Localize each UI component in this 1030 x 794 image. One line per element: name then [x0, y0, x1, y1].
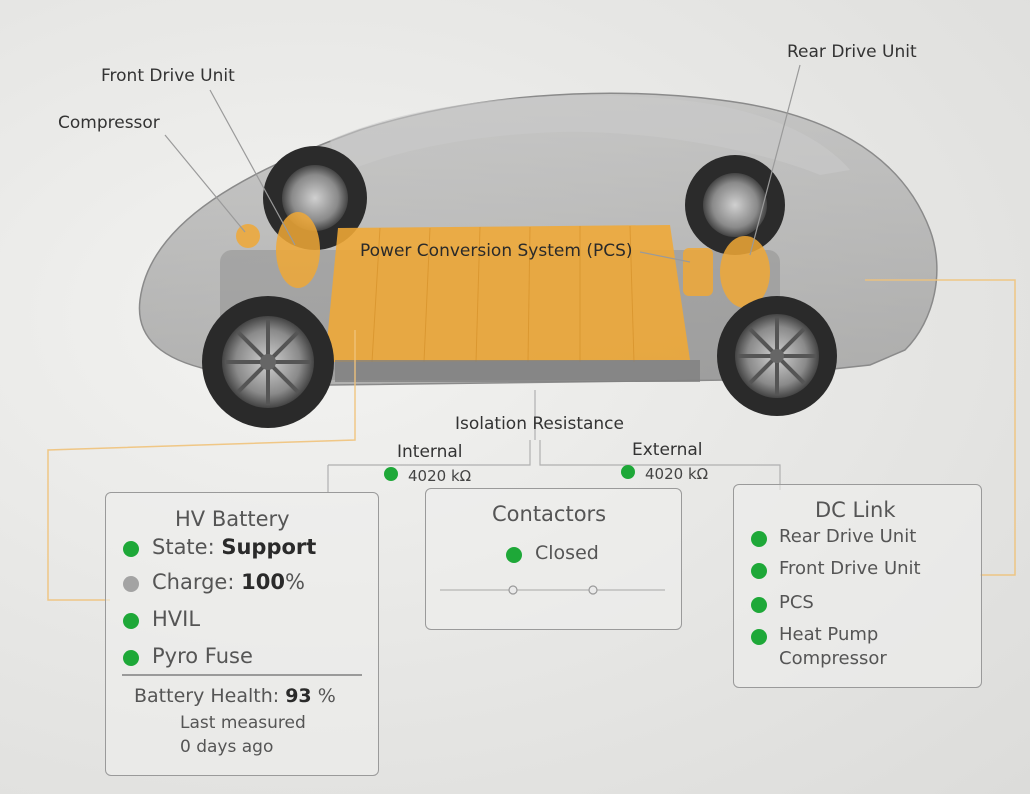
dc-link-title: DC Link	[815, 498, 896, 522]
pcs-part	[683, 248, 713, 296]
battery-health-row: Battery Health: 93 %	[134, 685, 336, 707]
dc-link-rear-drive-dot	[751, 531, 767, 547]
isolation-external-value: 4020 kΩ	[645, 465, 709, 483]
compressor-part	[236, 224, 260, 248]
rear-drive-unit-part	[720, 236, 770, 308]
hv-battery-title: HV Battery	[175, 507, 290, 531]
isolation-internal-status-dot	[384, 467, 398, 481]
dc-link-heat-pump-dot	[751, 629, 767, 645]
contactors-title: Contactors	[492, 502, 607, 526]
isolation-internal-label: Internal	[397, 442, 463, 462]
dc-link-pcs: PCS	[779, 592, 814, 613]
dc-link-rear-drive-unit: Rear Drive Unit	[779, 526, 917, 547]
hv-battery-panel	[105, 492, 379, 776]
dc-link-compressor: Compressor	[779, 648, 887, 669]
isolation-external-label: External	[632, 440, 703, 460]
dc-link-front-drive-dot	[751, 563, 767, 579]
battery-charge-unit: %	[284, 570, 305, 594]
dc-link-pcs-dot	[751, 597, 767, 613]
hvil-label: HVIL	[152, 607, 201, 631]
hvil-status-dot	[123, 613, 139, 629]
contactors-panel	[425, 488, 682, 630]
last-measured-days: 0 days ago	[180, 737, 274, 757]
isolation-internal-value: 4020 kΩ	[408, 467, 472, 485]
last-measured-label: Last measured	[180, 713, 306, 733]
contactor-symbol	[440, 585, 665, 595]
pyro-fuse-label: Pyro Fuse	[152, 644, 253, 668]
isolation-resistance-title: Isolation Resistance	[455, 414, 624, 434]
charge-status-dot	[123, 576, 139, 592]
dc-link-panel	[733, 484, 982, 688]
pyro-fuse-status-dot	[123, 650, 139, 666]
battery-health-value: 93	[285, 685, 312, 707]
car-roof	[330, 95, 850, 175]
hv-battery-divider	[122, 674, 362, 676]
compressor-callout: Compressor	[58, 113, 160, 133]
battery-charge-value: 100	[241, 570, 285, 594]
isolation-external-status-dot	[621, 465, 635, 479]
battery-state-label: State:	[152, 535, 215, 559]
battery-health-unit: %	[317, 685, 336, 707]
battery-health-label: Battery Health:	[134, 685, 280, 707]
front-drive-unit-callout: Front Drive Unit	[101, 66, 235, 86]
battery-pack	[325, 225, 690, 362]
battery-state-value: Support	[221, 535, 317, 559]
contactors-status-dot	[506, 547, 522, 563]
contactors-status: Closed	[535, 542, 599, 564]
dc-link-heat-pump: Heat Pump	[779, 624, 879, 645]
rear-drive-unit-callout: Rear Drive Unit	[787, 42, 917, 62]
pcs-callout: Power Conversion System (PCS)	[360, 241, 633, 261]
battery-state-row: State: Support	[152, 535, 316, 559]
battery-charge-row: Charge: 100%	[152, 570, 305, 594]
state-status-dot	[123, 541, 139, 557]
battery-charge-label: Charge:	[152, 570, 235, 594]
dc-link-front-drive-unit: Front Drive Unit	[779, 558, 921, 579]
